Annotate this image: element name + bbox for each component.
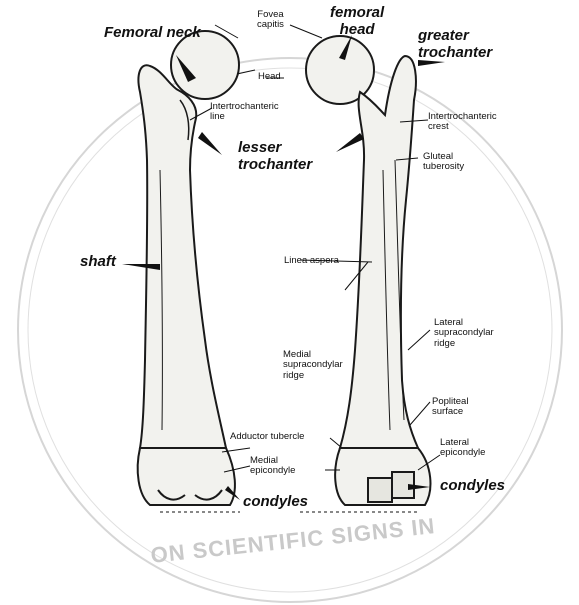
arrow-lesser-trochanter-left [198,132,222,155]
label-medial-supracondylar-ridge: Medial supracondylar ridge [283,350,343,381]
label-condyles-left: condyles [243,494,308,511]
label-shaft: shaft [80,254,116,271]
label-medial-epicondyle: Medial epicondyle [250,456,295,477]
label-gluteal-tuberosity: Gluteal tuberosity [423,152,464,173]
label-lateral-epicondyle: Lateral epicondyle [440,438,485,459]
label-popliteal-surface: Popliteal surface [432,397,468,418]
label-condyles-right: condyles [440,478,505,495]
label-femoral-head: femoral head [330,5,384,38]
label-adductor-tubercle: Adductor tubercle [230,432,304,442]
label-intertrochanteric-crest: Intertrochanteric crest [428,112,497,133]
right-femur-shaft [340,56,418,448]
label-intertrochanteric-line: Intertrochanteric line [210,102,279,123]
label-fovea-capitis: Fovea capitis [257,10,284,31]
left-femur-distal [138,448,235,505]
label-greater-trochanter: greater trochanter [418,28,492,61]
label-lesser-trochanter: lesser trochanter [238,140,312,173]
label-head: Head [258,72,281,82]
posterior-femur [306,36,430,505]
label-linea-aspera: Linea aspera [284,256,339,266]
label-femoral-neck: Femoral neck [104,25,201,42]
arrow-lesser-trochanter-right [336,133,364,152]
label-lateral-supracondylar-ridge: Lateral supracondylar ridge [434,318,494,349]
